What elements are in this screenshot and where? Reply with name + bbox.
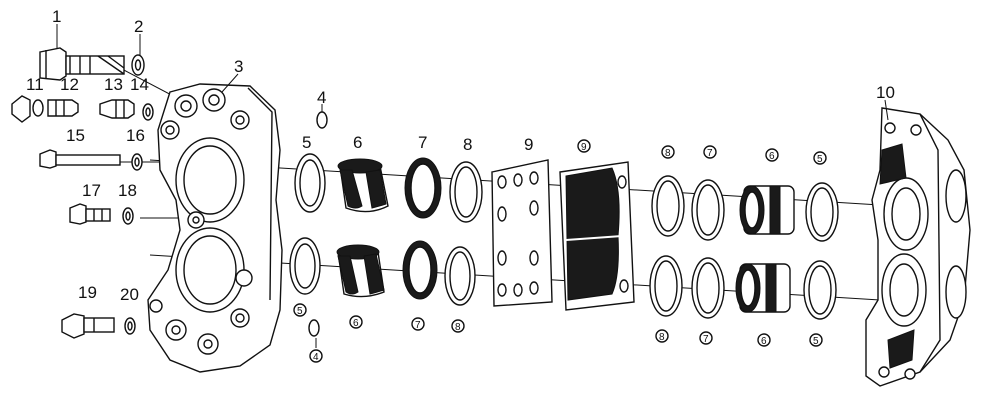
callout-20: 20	[120, 285, 139, 304]
part-1-bolt	[39, 47, 125, 81]
part-5-seal-upper-right	[805, 182, 839, 242]
callout-19: 19	[78, 283, 97, 302]
callout-7-upper-right: 7	[707, 148, 713, 159]
callout-5-upper-left: 5	[302, 133, 311, 152]
callout-5-lower-left: 5	[297, 306, 303, 317]
callout-11: 11	[26, 75, 44, 94]
part-8-ring-upper-left	[449, 161, 483, 223]
callout-14: 14	[130, 75, 149, 94]
part-7-boot-upper-left	[404, 157, 442, 219]
callout-8-upper-right: 8	[665, 148, 671, 159]
part-8-ring-lower-right	[649, 255, 683, 317]
callout-7-lower-right: 7	[703, 334, 709, 345]
callout-8-upper-left: 8	[463, 135, 472, 154]
callout-16: 16	[126, 126, 145, 145]
part-10-caliper-housing	[865, 107, 971, 387]
callout-2: 2	[134, 17, 143, 36]
callout-18: 18	[118, 181, 137, 200]
callout-17: 17	[82, 181, 101, 200]
callout-6-upper-right: 6	[769, 151, 775, 162]
part-15-long-bolt	[39, 149, 121, 169]
part-9-backing-plate	[491, 159, 553, 307]
part-8-ring-upper-right	[651, 175, 685, 237]
part-6-piston-upper-right	[739, 185, 795, 235]
callout-9-plate: 9	[524, 135, 533, 154]
part-3-caliper-housing	[147, 83, 283, 373]
callout-15: 15	[66, 126, 85, 145]
callout-10: 10	[876, 83, 895, 102]
part-2-washer	[131, 54, 145, 76]
part-8-ring-lower-left	[444, 246, 476, 306]
part-6-piston-upper-left	[337, 158, 389, 213]
callout-5-upper-right: 5	[817, 154, 823, 165]
callout-7-lower-left: 7	[415, 320, 421, 331]
part-4-ring-lower	[308, 319, 320, 337]
callout-4-lower: 4	[313, 352, 319, 363]
callout-3: 3	[234, 57, 243, 76]
part-18-washer	[122, 207, 134, 225]
part-5-seal-upper-left	[294, 153, 326, 213]
callout-1: 1	[52, 7, 61, 26]
part-16-washer	[131, 153, 143, 171]
part-4-ring-upper	[316, 111, 328, 129]
callout-6-lower-left: 6	[353, 318, 359, 329]
callout-6-lower-right: 6	[761, 336, 767, 347]
part-5-seal-lower-right	[803, 260, 837, 320]
callout-leaders	[56, 24, 889, 348]
callout-5-lower-right: 5	[813, 336, 819, 347]
part-5-seal-lower-left	[289, 237, 321, 295]
callout-7-upper-left: 7	[418, 133, 427, 152]
callout-4-upper: 4	[317, 88, 326, 107]
part-19-bolt	[61, 313, 115, 339]
callout-8-lower-right: 8	[659, 332, 665, 343]
part-11-cap	[11, 95, 31, 123]
part-17-short-bolt	[69, 203, 111, 225]
part-6-piston-lower-right	[735, 263, 791, 313]
part-12-bleeder	[32, 99, 79, 117]
part-7-boot-lower-left	[402, 240, 438, 300]
part-20-washer	[124, 317, 136, 335]
part-7-boot-lower-right	[691, 257, 725, 319]
part-6-piston-lower-left	[336, 244, 385, 298]
callout-8-lower-left: 8	[455, 322, 461, 333]
callout-12: 12	[60, 75, 79, 94]
callout-labels: 1 2 3 4 4 5 5 5 5 6 6 6 6 7 7 7 7 8 8 8 …	[26, 7, 895, 363]
part-7-boot-upper-right	[691, 179, 725, 241]
part-14-washer	[142, 103, 154, 121]
part-9-brake-pad	[559, 161, 635, 311]
callout-6-upper-left: 6	[353, 133, 362, 152]
part-13-adapter	[99, 99, 135, 119]
callout-13: 13	[104, 75, 123, 94]
callout-9-pad: 9	[581, 142, 587, 153]
